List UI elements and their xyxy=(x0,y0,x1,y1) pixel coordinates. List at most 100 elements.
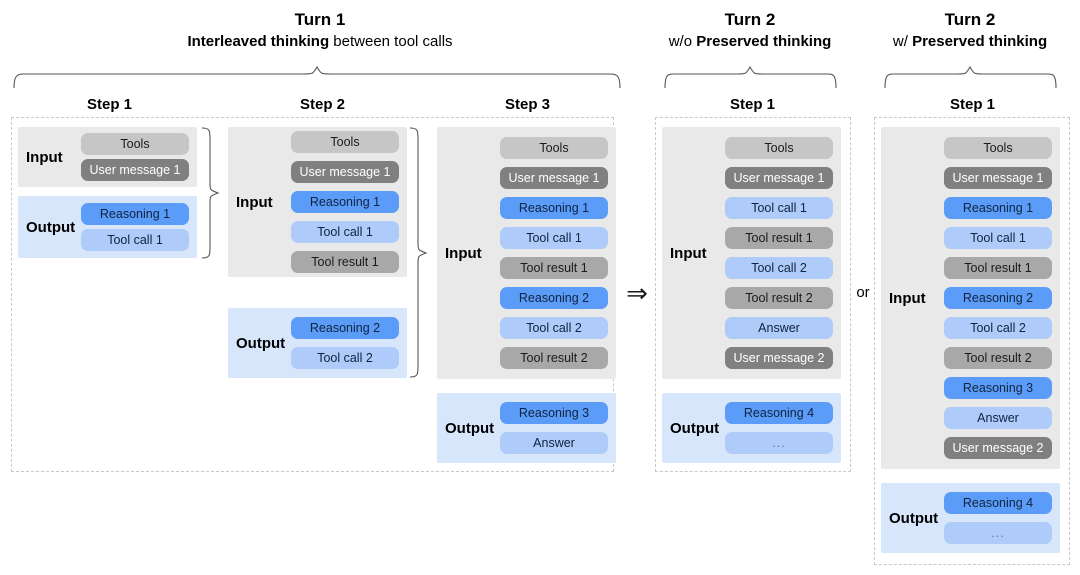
step-label-t1s2: Step 2 xyxy=(299,96,345,113)
pill-stack-input-t1s1: Tools User message 1 xyxy=(63,127,197,187)
pill-tool-result[interactable]: Tool result 1 xyxy=(291,251,399,273)
panel-label-input-t2w: Input xyxy=(889,289,926,307)
pill-reasoning[interactable]: Reasoning 4 xyxy=(725,402,833,424)
pill-tool-call[interactable]: Tool call 1 xyxy=(81,229,189,251)
panel-output-t1s3: Output Reasoning 3 Answer xyxy=(437,393,616,463)
brace-step1-to-step2 xyxy=(200,127,220,259)
pill-user-message[interactable]: User message 2 xyxy=(944,437,1052,459)
pill-tool-result[interactable]: Tool result 1 xyxy=(500,257,608,279)
group-title-turn1: Turn 1 Interleaved thinking between tool… xyxy=(10,8,630,53)
pill-tool-call[interactable]: Tool call 2 xyxy=(725,257,833,279)
brace-turn1 xyxy=(12,66,622,88)
pill-reasoning[interactable]: Reasoning 1 xyxy=(81,203,189,225)
pill-tool-call[interactable]: Tool call 1 xyxy=(500,227,608,249)
panel-label-output-t2w: Output xyxy=(889,509,939,527)
panel-label-output-t1s1: Output xyxy=(26,218,76,236)
pill-reasoning[interactable]: Reasoning 1 xyxy=(500,197,608,219)
pill-answer[interactable]: Answer xyxy=(725,317,833,339)
pill-stack-input-t2w: Tools User message 1 Reasoning 1 Tool ca… xyxy=(926,131,1060,465)
panel-label-output-t2wo: Output xyxy=(670,419,720,437)
panel-input-t2w: Input Tools User message 1 Reasoning 1 T… xyxy=(881,127,1060,469)
pill-ellipsis[interactable]: ... xyxy=(725,432,833,454)
panel-input-t2wo: Input Tools User message 1 Tool call 1 T… xyxy=(662,127,841,379)
pill-answer[interactable]: Answer xyxy=(500,432,608,454)
group-title-turn1-sub-bold: Interleaved thinking xyxy=(187,33,330,50)
group-title-turn1-sub-rest: between tool calls xyxy=(329,33,453,50)
pill-tool-result[interactable]: Tool result 1 xyxy=(725,227,833,249)
pill-tool-call[interactable]: Tool call 1 xyxy=(725,197,833,219)
pill-tool-result[interactable]: Tool result 2 xyxy=(944,347,1052,369)
pill-tools[interactable]: Tools xyxy=(81,133,189,155)
pill-tools[interactable]: Tools xyxy=(725,137,833,159)
or-label: or xyxy=(856,284,870,301)
pill-user-message[interactable]: User message 2 xyxy=(725,347,833,369)
panel-input-t1s1: Input Tools User message 1 xyxy=(18,127,197,187)
panel-label-input-t2wo: Input xyxy=(670,244,707,262)
pill-tool-call[interactable]: Tool call 2 xyxy=(944,317,1052,339)
pill-stack-output-t1s2: Reasoning 2 Tool call 2 xyxy=(285,311,407,375)
brace-step2-to-step3 xyxy=(408,127,428,378)
group-title-turn1-main: Turn 1 xyxy=(294,10,346,29)
pill-stack-input-t1s2: Tools User message 1 Reasoning 1 Tool ca… xyxy=(273,125,407,279)
pill-reasoning[interactable]: Reasoning 2 xyxy=(291,317,399,339)
pill-tool-call[interactable]: Tool call 2 xyxy=(291,347,399,369)
pill-reasoning[interactable]: Reasoning 2 xyxy=(500,287,608,309)
pill-tools[interactable]: Tools xyxy=(944,137,1052,159)
pill-user-message[interactable]: User message 1 xyxy=(81,159,189,181)
pill-tools[interactable]: Tools xyxy=(500,137,608,159)
panel-label-input-t1s1: Input xyxy=(26,148,63,166)
pill-user-message[interactable]: User message 1 xyxy=(725,167,833,189)
pill-tools[interactable]: Tools xyxy=(291,131,399,153)
brace-turn2-wo xyxy=(663,66,838,88)
pill-reasoning[interactable]: Reasoning 3 xyxy=(500,402,608,424)
group-title-turn2-w: Turn 2 w/ Preserved thinking xyxy=(870,8,1070,53)
step-label-t2w: Step 1 xyxy=(949,96,995,113)
group-title-turn1-sub: Interleaved thinking between tool calls xyxy=(10,31,630,53)
region-turn2-w xyxy=(874,117,1070,565)
pill-tool-result[interactable]: Tool result 1 xyxy=(944,257,1052,279)
group-title-turn2-wo-main: Turn 2 xyxy=(724,10,776,29)
transition-arrow: ⇒ xyxy=(626,278,648,308)
pill-reasoning[interactable]: Reasoning 4 xyxy=(944,492,1052,514)
panel-label-input-t1s3: Input xyxy=(445,244,482,262)
group-title-turn2-wo: Turn 2 w/o Preserved thinking xyxy=(650,8,850,53)
pill-user-message[interactable]: User message 1 xyxy=(500,167,608,189)
brace-turn2-w xyxy=(883,66,1058,88)
group-title-turn2-w-sub: w/ Preserved thinking xyxy=(870,31,1070,53)
panel-output-t1s1: Output Reasoning 1 Tool call 1 xyxy=(18,196,197,258)
pill-answer[interactable]: Answer xyxy=(944,407,1052,429)
group-title-turn2-wo-sub-lead: w/o xyxy=(668,33,697,50)
pill-stack-output-t1s1: Reasoning 1 Tool call 1 xyxy=(75,197,197,257)
group-title-turn2-wo-sub-bold: Preserved thinking xyxy=(696,33,832,50)
pill-tool-call[interactable]: Tool call 2 xyxy=(500,317,608,339)
pill-tool-result[interactable]: Tool result 2 xyxy=(500,347,608,369)
pill-stack-output-t2w: Reasoning 4 ... xyxy=(938,486,1060,550)
panel-label-output-t1s3: Output xyxy=(445,419,495,437)
pill-reasoning[interactable]: Reasoning 1 xyxy=(944,197,1052,219)
step-label-t1s1: Step 1 xyxy=(86,96,132,113)
pill-reasoning[interactable]: Reasoning 1 xyxy=(291,191,399,213)
pill-user-message[interactable]: User message 1 xyxy=(291,161,399,183)
pill-stack-output-t2wo: Reasoning 4 ... xyxy=(719,396,841,460)
pill-ellipsis[interactable]: ... xyxy=(944,522,1052,544)
region-turn2-wo xyxy=(655,117,851,472)
pill-user-message[interactable]: User message 1 xyxy=(944,167,1052,189)
step-label-t2wo: Step 1 xyxy=(729,96,775,113)
group-title-turn2-w-sub-lead: w/ xyxy=(892,33,913,50)
pill-tool-result[interactable]: Tool result 2 xyxy=(725,287,833,309)
pill-tool-call[interactable]: Tool call 1 xyxy=(291,221,399,243)
pill-tool-call[interactable]: Tool call 1 xyxy=(944,227,1052,249)
group-title-turn2-wo-sub: w/o Preserved thinking xyxy=(650,31,850,53)
step-label-t1s3: Step 3 xyxy=(504,96,550,113)
panel-output-t1s2: Output Reasoning 2 Tool call 2 xyxy=(228,308,407,378)
pill-reasoning[interactable]: Reasoning 2 xyxy=(944,287,1052,309)
group-title-turn2-w-sub-bold: Preserved thinking xyxy=(912,33,1048,50)
pill-reasoning[interactable]: Reasoning 3 xyxy=(944,377,1052,399)
panel-output-t2w: Output Reasoning 4 ... xyxy=(881,483,1060,553)
panel-label-output-t1s2: Output xyxy=(236,334,286,352)
panel-input-t1s2: Input Tools User message 1 Reasoning 1 T… xyxy=(228,127,407,277)
pill-stack-input-t1s3: Tools User message 1 Reasoning 1 Tool ca… xyxy=(482,131,616,375)
panel-output-t2wo: Output Reasoning 4 ... xyxy=(662,393,841,463)
panel-input-t1s3: Input Tools User message 1 Reasoning 1 T… xyxy=(437,127,616,379)
